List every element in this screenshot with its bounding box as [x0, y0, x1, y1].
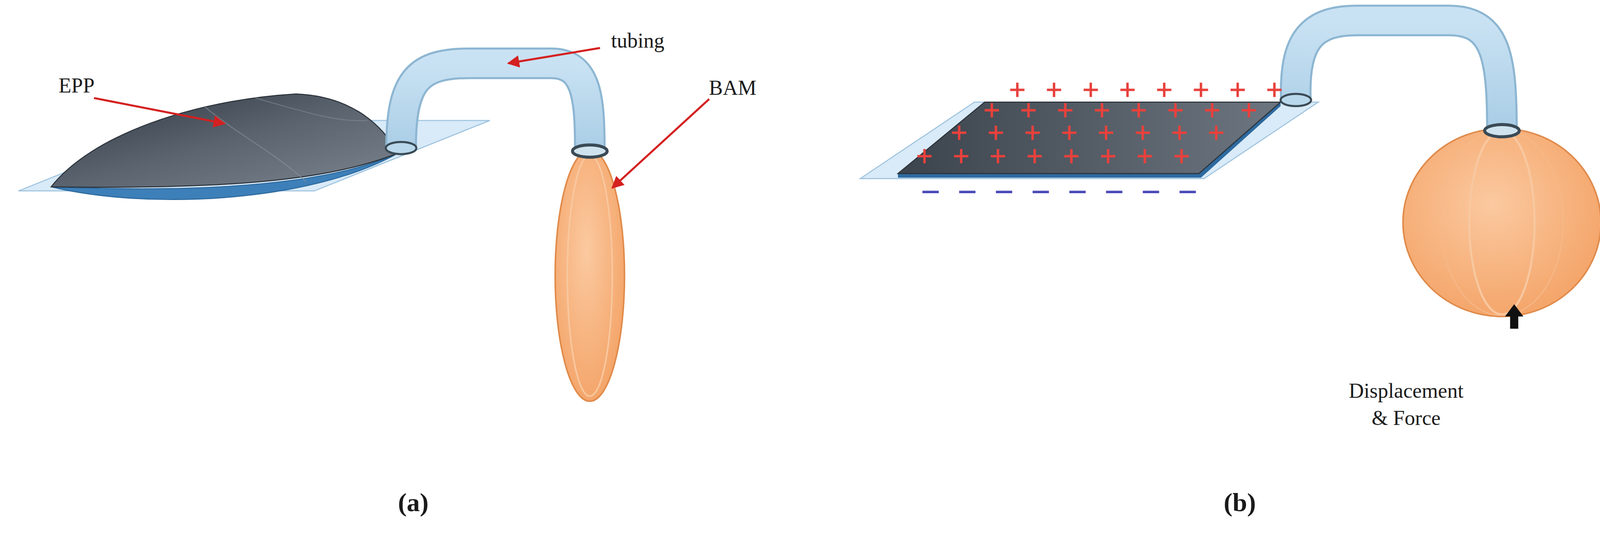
plus-sign	[1168, 102, 1184, 118]
plus-sign	[1137, 149, 1153, 164]
plus-sign	[954, 149, 969, 164]
epp-crease	[255, 97, 368, 121]
epp-plate-edge	[897, 101, 1281, 178]
plus-sign	[1021, 102, 1036, 118]
plus-sign	[1083, 82, 1099, 97]
plus-sign	[1010, 82, 1025, 97]
epp-crease	[203, 106, 306, 182]
plus-sign	[1193, 82, 1209, 97]
plus-sign	[1099, 125, 1114, 141]
panel-label: (b)	[1223, 484, 1256, 519]
plus-sign	[1230, 82, 1246, 97]
plus-sign	[1135, 125, 1151, 141]
plus-sign	[1157, 82, 1172, 97]
plus-sign	[1095, 102, 1110, 118]
plus-sign	[1061, 125, 1077, 141]
plus-sign	[1064, 149, 1079, 164]
epp-pouch	[51, 93, 398, 188]
plus-sign	[1205, 102, 1220, 118]
plus-sign	[1025, 125, 1040, 141]
tube-port	[572, 145, 608, 158]
panel-label: (a)	[397, 484, 429, 519]
plus-sign	[1267, 82, 1282, 97]
minus-sign	[1179, 190, 1196, 193]
bam-inner	[1440, 129, 1564, 316]
tube	[1295, 20, 1503, 131]
plus-sign	[951, 125, 967, 141]
epp-plate	[897, 101, 1281, 174]
tube-port	[1484, 124, 1520, 137]
plus-sign	[984, 102, 999, 118]
motion-label: Displacement & Force	[1348, 377, 1464, 432]
minus-sign	[959, 190, 976, 193]
plus-sign	[917, 149, 932, 164]
tube-port	[385, 141, 417, 155]
minus-sign	[1032, 190, 1049, 193]
part-label: BAM	[708, 74, 757, 102]
plus-sign	[1047, 82, 1062, 97]
tube	[401, 63, 590, 152]
plus-sign	[1174, 149, 1189, 164]
tube-outline	[1295, 20, 1503, 131]
plus-sign	[1100, 149, 1116, 164]
plus-sign	[1241, 102, 1257, 118]
plus-sign	[1172, 125, 1188, 141]
leader-arrow	[612, 98, 710, 188]
part-label: EPP	[58, 72, 95, 100]
leader-arrow	[93, 97, 225, 124]
plus-sign	[988, 125, 1004, 141]
bam-inner	[1469, 130, 1535, 315]
charge-signs	[917, 82, 1282, 192]
force-arrow	[1504, 304, 1524, 329]
tube-port	[1280, 93, 1312, 107]
plus-sign	[1120, 82, 1135, 97]
minus-sign	[1105, 190, 1123, 193]
plus-sign	[1209, 125, 1224, 141]
bam-inner	[567, 155, 613, 396]
plus-sign	[1131, 102, 1147, 118]
plus-sign	[990, 149, 1006, 164]
minus-sign	[922, 190, 939, 193]
plus-sign	[1027, 149, 1043, 164]
part-label: tubing	[610, 27, 665, 55]
minus-sign	[995, 190, 1013, 193]
leader-arrow	[508, 48, 601, 64]
minus-sign	[1142, 190, 1159, 193]
bam-actuator	[1402, 128, 1600, 317]
substrate-sheet	[860, 101, 1319, 179]
tube-outline	[401, 63, 590, 152]
minus-sign	[1069, 190, 1086, 193]
plus-sign	[1057, 102, 1073, 118]
bam-actuator	[555, 150, 625, 402]
